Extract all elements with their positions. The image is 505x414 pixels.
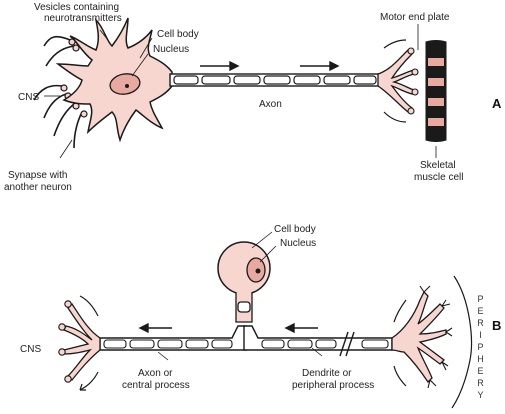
presynaptic-knobs	[60, 38, 88, 118]
periphery-letter: P	[477, 342, 484, 352]
label-cns-a: CNS	[18, 92, 39, 103]
label-axon-b-1: Axon or	[138, 368, 173, 379]
label-synapse-2: another neuron	[4, 182, 72, 193]
periphery-letter: E	[477, 366, 484, 376]
label-axon-a: Axon	[259, 99, 282, 110]
label-dendrite-b-2: peripheral process	[292, 380, 374, 391]
label-motor-end-plate: Motor end plate	[380, 12, 450, 23]
periphery-letter: Y	[477, 390, 484, 400]
central-process	[99, 325, 247, 351]
panel-a: Vesicles containing neurotransmitters Ce…	[4, 2, 502, 193]
process-arrows-b	[138, 322, 318, 334]
label-dendrite-b-1: Dendrite or	[302, 368, 352, 379]
axon-terminal-a	[377, 49, 415, 113]
axon-a	[169, 73, 381, 87]
label-skeletal-2: muscle cell	[414, 172, 463, 183]
periphery-letter: H	[477, 354, 485, 364]
label-axon-b-2: central process	[122, 380, 190, 391]
nucleolus-a	[125, 84, 129, 88]
peripheral-branchlets-b	[419, 285, 453, 389]
peripheral-arrows-b	[393, 299, 407, 387]
leader-lines-b	[157, 231, 323, 361]
peripheral-endings-b	[391, 290, 447, 384]
periphery-letter: I	[479, 330, 483, 340]
panel-letter-a: A	[492, 96, 502, 111]
panel-letter-b: B	[492, 318, 501, 333]
periphery-letter: P	[477, 294, 484, 304]
terminal-arrows-a	[383, 39, 407, 123]
periphery-boundary	[451, 275, 473, 409]
central-terminal-b	[63, 302, 101, 381]
label-cell-body-a: Cell body	[157, 29, 199, 40]
label-vesicles-2: neurotransmitters	[44, 13, 122, 24]
periphery-letter: E	[477, 306, 484, 316]
label-cell-body-b: Cell body	[274, 224, 316, 235]
skeletal-muscle-cell	[425, 40, 447, 142]
nucleolus-b	[255, 268, 261, 274]
nucleus-a	[109, 73, 141, 95]
label-cns-b: CNS	[20, 344, 41, 355]
peripheral-process	[243, 325, 393, 357]
panel-b: Cell body Nucleus CNS Axon or central pr…	[20, 224, 501, 409]
label-skeletal-1: Skeletal	[420, 160, 456, 171]
label-nucleus-b: Nucleus	[280, 238, 316, 249]
periphery-letter: R	[477, 378, 485, 388]
central-knobs-b	[58, 300, 72, 383]
end-plate-knobs	[407, 47, 419, 115]
central-arrows-b	[79, 295, 99, 391]
label-nucleus-a: Nucleus	[153, 44, 189, 55]
label-periphery: P E R I P H E R Y	[477, 294, 485, 400]
label-synapse-1: Synapse with	[8, 170, 67, 181]
label-vesicles-1: Vesicles containing	[34, 2, 119, 13]
leader-lines-a	[44, 24, 437, 159]
axon-a-arrows	[200, 60, 340, 72]
periphery-letter: R	[477, 318, 485, 328]
stem-process	[235, 292, 253, 323]
